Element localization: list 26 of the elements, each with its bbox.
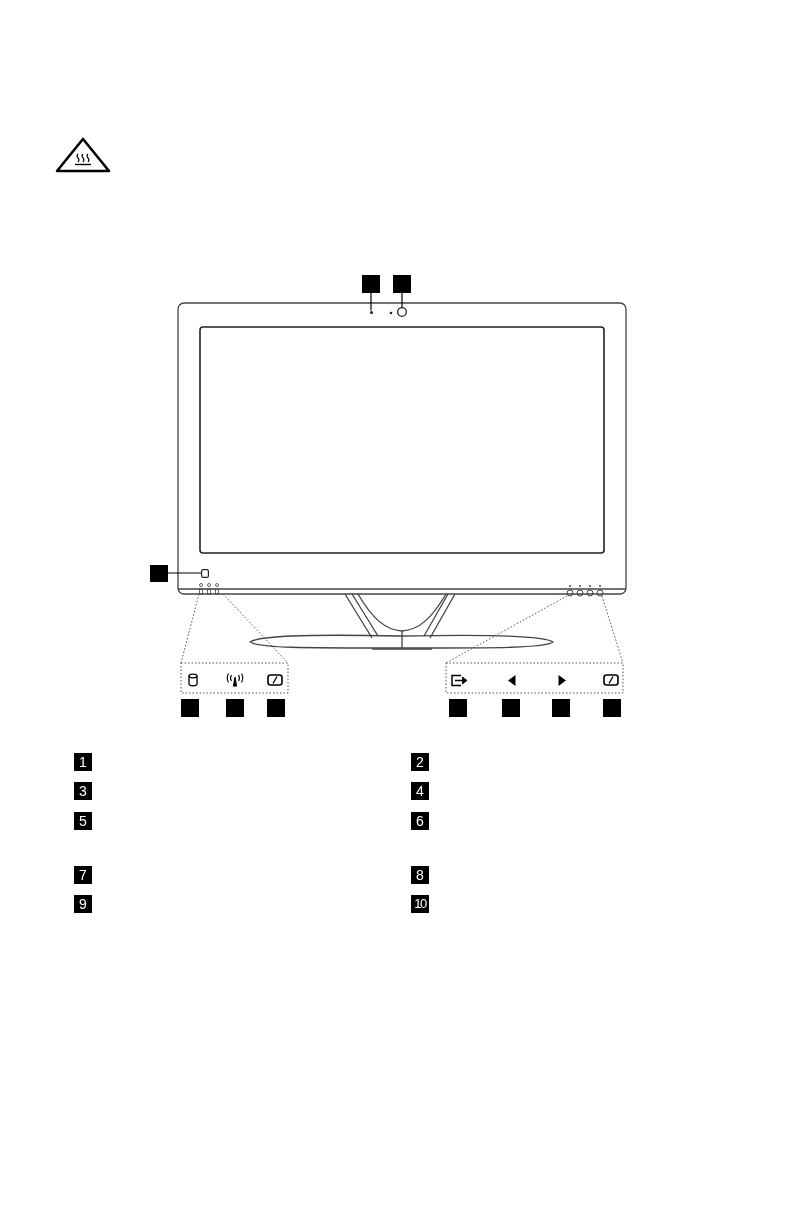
callout-marker xyxy=(502,699,520,717)
callout-marker xyxy=(393,275,411,293)
callout-marker xyxy=(267,699,285,717)
callout-number: 1 xyxy=(74,753,92,771)
leader-line xyxy=(370,292,372,312)
leader-line xyxy=(167,572,202,574)
bezel-button xyxy=(201,568,209,578)
camera-lens xyxy=(397,307,407,317)
callout-number: 7 xyxy=(74,866,92,884)
callout-marker xyxy=(603,699,621,717)
callout-number: 8 xyxy=(411,866,429,884)
callout-number: 5 xyxy=(74,812,92,830)
callout-number: 10 xyxy=(411,895,429,913)
callout-marker xyxy=(150,564,168,582)
pinhole-dot xyxy=(369,310,373,314)
callout-marker xyxy=(226,699,244,717)
callout-number: 9 xyxy=(74,895,92,913)
callout-number: 2 xyxy=(411,753,429,771)
callout-marker xyxy=(181,699,199,717)
callout-marker xyxy=(552,699,570,717)
leader-line xyxy=(401,292,403,308)
callout-number: 6 xyxy=(411,812,429,830)
callout-marker xyxy=(449,699,467,717)
callout-number: 4 xyxy=(411,782,429,800)
callout-number: 3 xyxy=(74,782,92,800)
callout-marker xyxy=(362,275,380,293)
